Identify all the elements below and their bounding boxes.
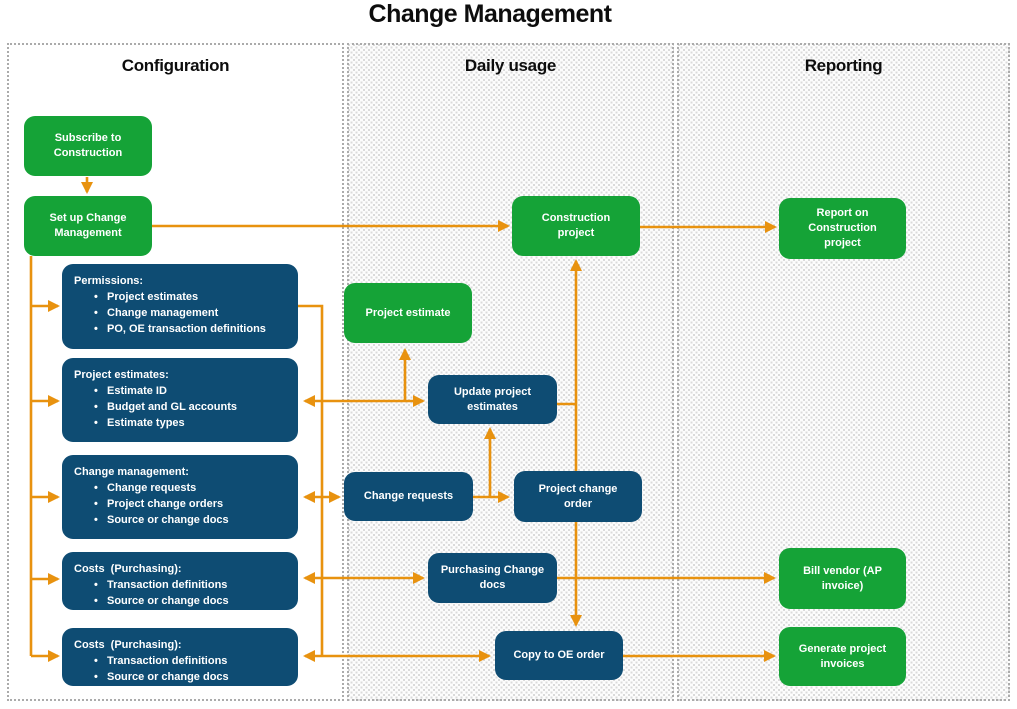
panel-configuration-header: Configuration [121,56,230,75]
list-item: Project estimates [74,289,288,305]
panel-daily-usage-header: Daily usage [464,56,557,75]
node-generate-project-invoices: Generate project invoices [779,627,906,686]
node-purchasing-change-docs: Purchasing Change docs [428,553,557,603]
list-item: Source or change docs [74,669,288,685]
list-item: Estimate ID [74,383,288,399]
diagram-title: Change Management [368,0,612,28]
list-item: Project change orders [74,496,288,512]
list-item: PO, OE transaction definitions [74,321,288,337]
list-item: Change requests [74,480,288,496]
node-project-estimate: Project estimate [344,283,472,343]
node-update-project-estimates: Update project estimates [428,375,557,424]
node-change-requests: Change requests [344,472,473,521]
node-construction-project: Construction project [512,196,640,256]
node-report-construction-project: Report on Construction project [779,198,906,259]
list-item: Source or change docs [74,593,288,609]
list-item: Transaction definitions [74,577,288,593]
list-item: Source or change docs [74,512,288,528]
line-permissions-to-right-bus [298,304,324,656]
panel-reporting-header: Reporting [804,56,883,75]
list-item: Estimate types [74,415,288,431]
list-item: Budget and GL accounts [74,399,288,415]
node-subscribe-construction: Subscribe to Construction [24,116,152,176]
node-copy-to-oe-order: Copy to OE order [495,631,623,680]
node-bill-vendor-ap-invoice: Bill vendor (AP invoice) [779,548,906,609]
node-project-change-order: Project change order [514,471,642,522]
node-change-management-config: Change management: Change requests Proje… [62,455,298,539]
list-item: Change management [74,305,288,321]
node-costs-purchasing-2: Costs (Purchasing): Transaction definiti… [62,628,298,686]
node-setup-change-management: Set up Change Management [24,196,152,256]
node-project-estimates-config: Project estimates: Estimate ID Budget an… [62,358,298,442]
node-permissions: Permissions: Project estimates Change ma… [62,264,298,349]
node-costs-purchasing-1: Costs (Purchasing): Transaction definiti… [62,552,298,610]
list-item: Transaction definitions [74,653,288,669]
